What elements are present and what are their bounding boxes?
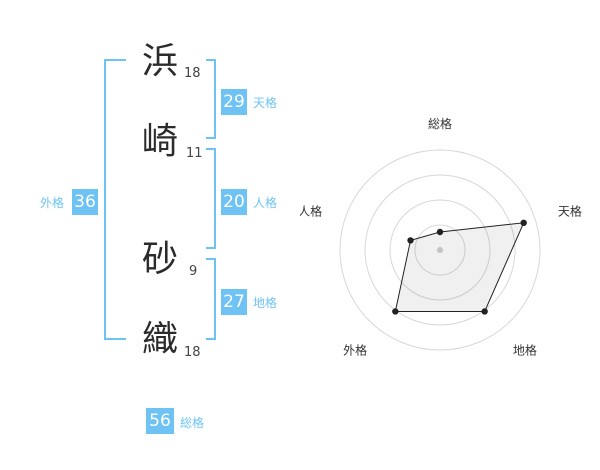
stroke-count-3: 9 [189, 264, 198, 279]
radar-rings [339, 149, 541, 351]
radar-ring-3 [364, 174, 516, 326]
radar-ring-1 [414, 224, 466, 276]
tenkaku-bracket-top [206, 59, 216, 61]
tenkaku-bracket-line [214, 59, 216, 139]
jinkaku-badge: 20 [221, 189, 247, 215]
soukaku-badge: 56 [146, 408, 174, 434]
chikaku-bracket-top [206, 258, 216, 260]
radar-axis-label-4: 人格 [300, 204, 322, 219]
tenkaku-bracket-bottom [206, 137, 216, 139]
jinkaku-bracket-bottom [206, 247, 216, 249]
gaikaku-bracket-top [104, 59, 126, 61]
radar-axis-label-1: 天格 [558, 204, 582, 219]
kanji-3: 砂 [141, 239, 178, 280]
kanji-2: 崎 [141, 121, 178, 162]
radar-point-3 [392, 308, 399, 315]
radar-axis-label-3: 外格 [343, 342, 367, 357]
radar-ring-2 [389, 199, 491, 301]
gaikaku-bracket-line [104, 59, 106, 340]
radar-shape [392, 219, 527, 315]
radar-point-4 [407, 237, 414, 244]
chikaku-bracket-line [214, 258, 216, 340]
chikaku-label: 地格 [253, 296, 278, 310]
tenkaku-label: 天格 [253, 96, 278, 110]
stroke-count-4: 18 [184, 345, 201, 360]
tenkaku-badge: 29 [221, 89, 247, 115]
kanji-1: 浜 [141, 41, 178, 82]
chikaku-badge: 27 [221, 289, 247, 315]
kanji-4: 織 [141, 319, 178, 360]
jinkaku-label: 人格 [253, 196, 278, 210]
radar-point-2 [481, 308, 488, 315]
chikaku-bracket-bottom [206, 338, 216, 340]
gaikaku-badge: 36 [72, 189, 98, 215]
gaikaku-bracket-bottom [104, 338, 126, 340]
radar-center-dot [437, 247, 443, 253]
radar-ring-4 [339, 149, 541, 351]
soukaku-label: 総格 [180, 416, 205, 430]
gaikaku-label: 外格 [40, 196, 65, 210]
radar-polygon [394, 222, 525, 312]
radar-axis-label-0: 総格 [428, 116, 452, 131]
stroke-count-1: 18 [184, 66, 201, 81]
jinkaku-bracket-line [214, 148, 216, 249]
stroke-count-2: 11 [186, 146, 203, 161]
radar-axis-label-2: 地格 [513, 342, 537, 357]
jinkaku-bracket-top [206, 148, 216, 150]
radar-point-1 [520, 219, 527, 227]
radar-point-0 [436, 228, 444, 236]
